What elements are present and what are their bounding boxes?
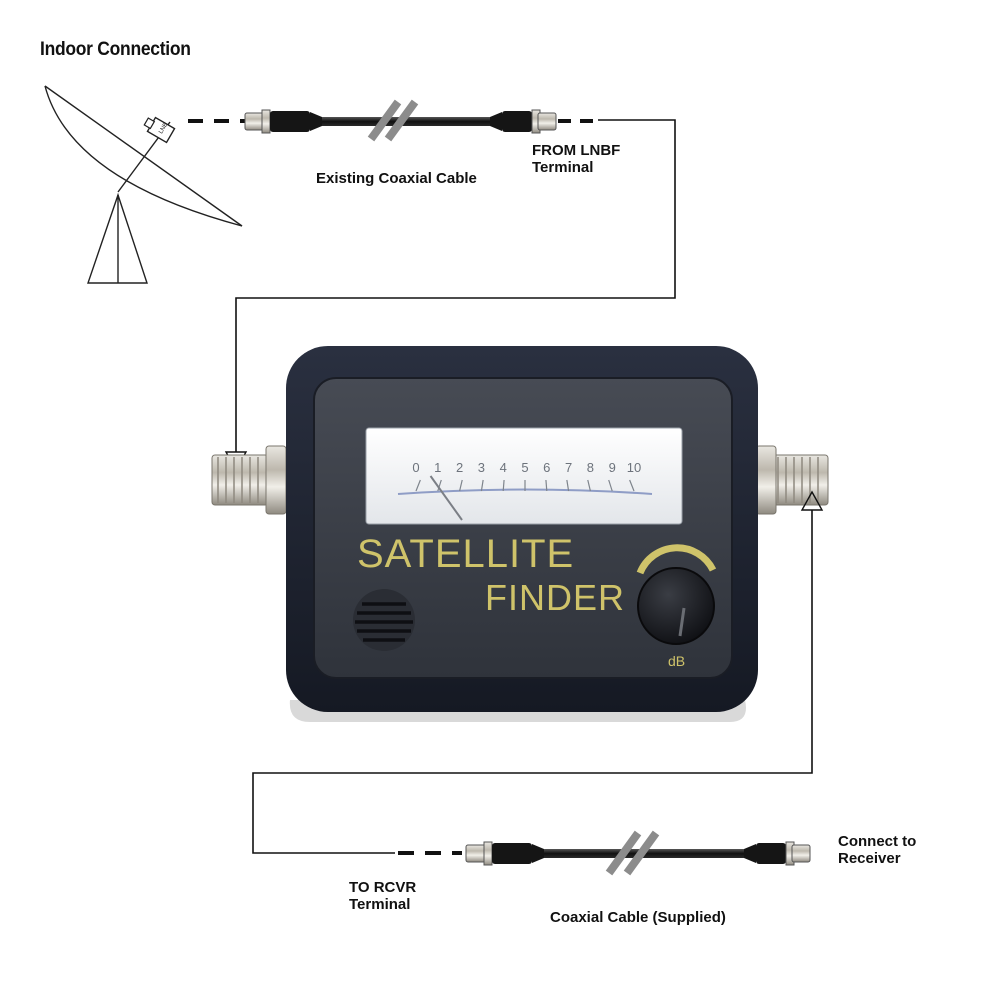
- meter-scale-label: 8: [587, 460, 594, 475]
- meter-tick: [629, 479, 635, 492]
- existing-coaxial-cable: [188, 99, 595, 142]
- to-rcvr-label: TO RCVR Terminal: [349, 879, 417, 913]
- meter-scale-label: 7: [565, 460, 572, 475]
- meter-scale-label: 1: [434, 460, 441, 475]
- meter-tick: [480, 479, 484, 492]
- meter-scale-label: 10: [627, 460, 641, 475]
- output-wire: [252, 510, 813, 854]
- from-lnbf-line-2: Terminal: [532, 158, 594, 176]
- from-lnbf-label: FROM LNBF Terminal: [532, 142, 621, 176]
- brand-line-1: SATELLITE: [357, 532, 574, 576]
- meter-tick: [459, 479, 463, 492]
- meter-tick: [608, 479, 613, 492]
- diagram-title: Indoor Connection: [40, 39, 191, 60]
- satellite-dish-icon: LNB: [44, 85, 243, 284]
- to-rcvr-line-2: Terminal: [349, 895, 411, 913]
- meter-tick: [415, 479, 421, 492]
- meter-tick: [437, 479, 442, 492]
- meter-scale-label: 0: [412, 460, 419, 475]
- lnb-input-connector: [211, 445, 287, 515]
- output-arrow-icon: [800, 490, 824, 511]
- lnb-label: LNB: [158, 122, 169, 135]
- meter-scale-label: 3: [478, 460, 485, 475]
- from-lnbf-line-1: FROM LNBF: [532, 142, 621, 159]
- meter-scale-label: 5: [521, 460, 528, 475]
- meter-tick: [566, 479, 570, 492]
- supplied-coaxial-cable: [398, 830, 811, 876]
- receiver-output-connector: [755, 445, 829, 515]
- meter-scale-label: 6: [543, 460, 550, 475]
- connect-receiver-line-1: Connect to: [838, 833, 917, 850]
- input-wire: [235, 119, 676, 452]
- existing-cable-label: Existing Coaxial Cable: [316, 170, 477, 187]
- meter-scale-label: 4: [500, 460, 507, 475]
- meter-needle: [429, 475, 463, 521]
- brand-line-2: FINDER: [485, 577, 625, 618]
- connect-receiver-line-2: Receiver: [838, 849, 901, 867]
- gain-knob: [636, 544, 717, 645]
- supplied-cable-label: Coaxial Cable (Supplied): [550, 909, 726, 926]
- meter-tick: [587, 479, 591, 492]
- speaker-grille-icon: [353, 589, 415, 651]
- meter-tick: [502, 479, 505, 492]
- to-rcvr-line-1: TO RCVR: [349, 879, 417, 896]
- knob-label: dB: [668, 653, 685, 669]
- meter-scale-label: 2: [456, 460, 463, 475]
- meter-tick: [545, 479, 548, 492]
- meter-scale-label: 9: [609, 460, 616, 475]
- connect-receiver-label: Connect to Receiver: [838, 833, 917, 867]
